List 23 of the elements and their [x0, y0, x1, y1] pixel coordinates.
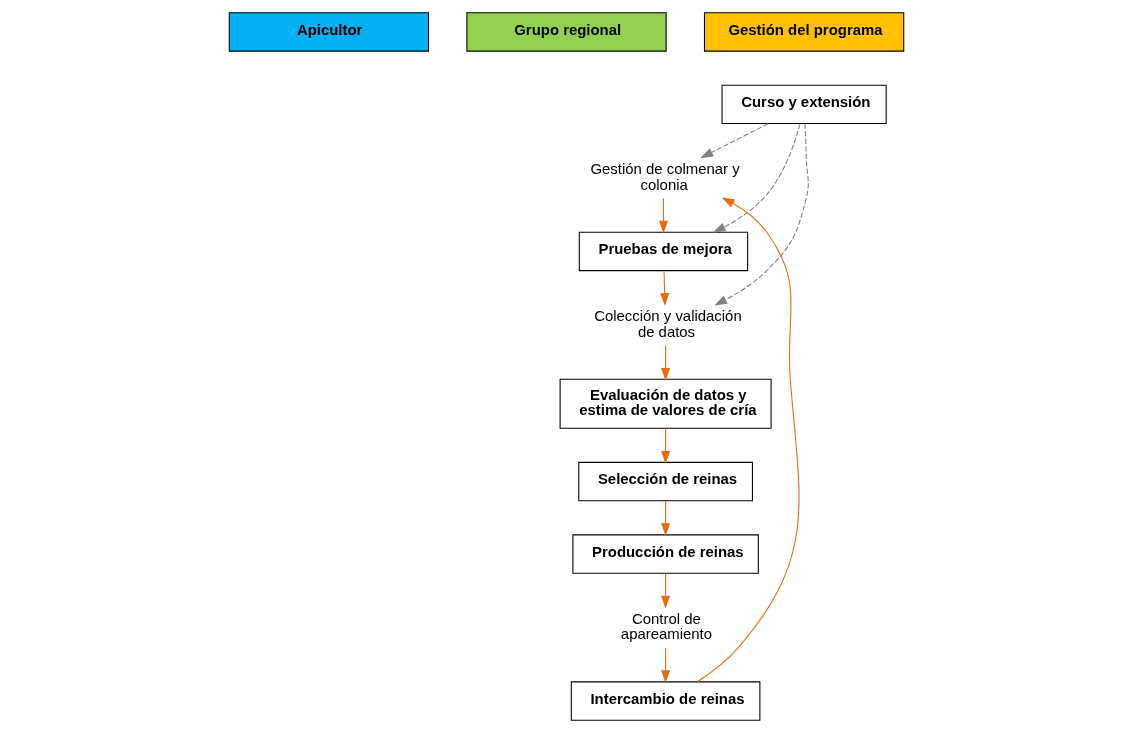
- arrow: [712, 123, 801, 233]
- arrow: [660, 344, 670, 381]
- node-box: Grupo regional: [465, 12, 667, 52]
- arrow: [696, 197, 799, 683]
- node-box: Selección de reinas: [577, 461, 753, 502]
- arrow: [659, 270, 669, 306]
- arrow: [660, 427, 670, 464]
- node-text: Colección y validación de datos: [593, 307, 742, 340]
- node-text: Gestión de colmenar y colonia: [589, 160, 740, 193]
- node-box: Curso y extensión: [721, 84, 887, 125]
- node-box: Gestión del programa: [703, 12, 904, 52]
- arrow: [699, 123, 769, 159]
- node-box: Evaluación de datos y estima de valores de cría: [559, 378, 772, 429]
- node-text: Control de apareamiento: [620, 610, 712, 643]
- node-box: Producción de reinas: [571, 534, 759, 574]
- arrow: [660, 572, 670, 609]
- arrow: [713, 123, 809, 306]
- node-box: Apicultor: [228, 12, 429, 52]
- node-box: Pruebas de mejora: [578, 231, 748, 272]
- arrow: [660, 500, 670, 536]
- arrow: [658, 197, 668, 234]
- node-box: Intercambio de reinas: [570, 681, 760, 721]
- arrow: [660, 647, 670, 684]
